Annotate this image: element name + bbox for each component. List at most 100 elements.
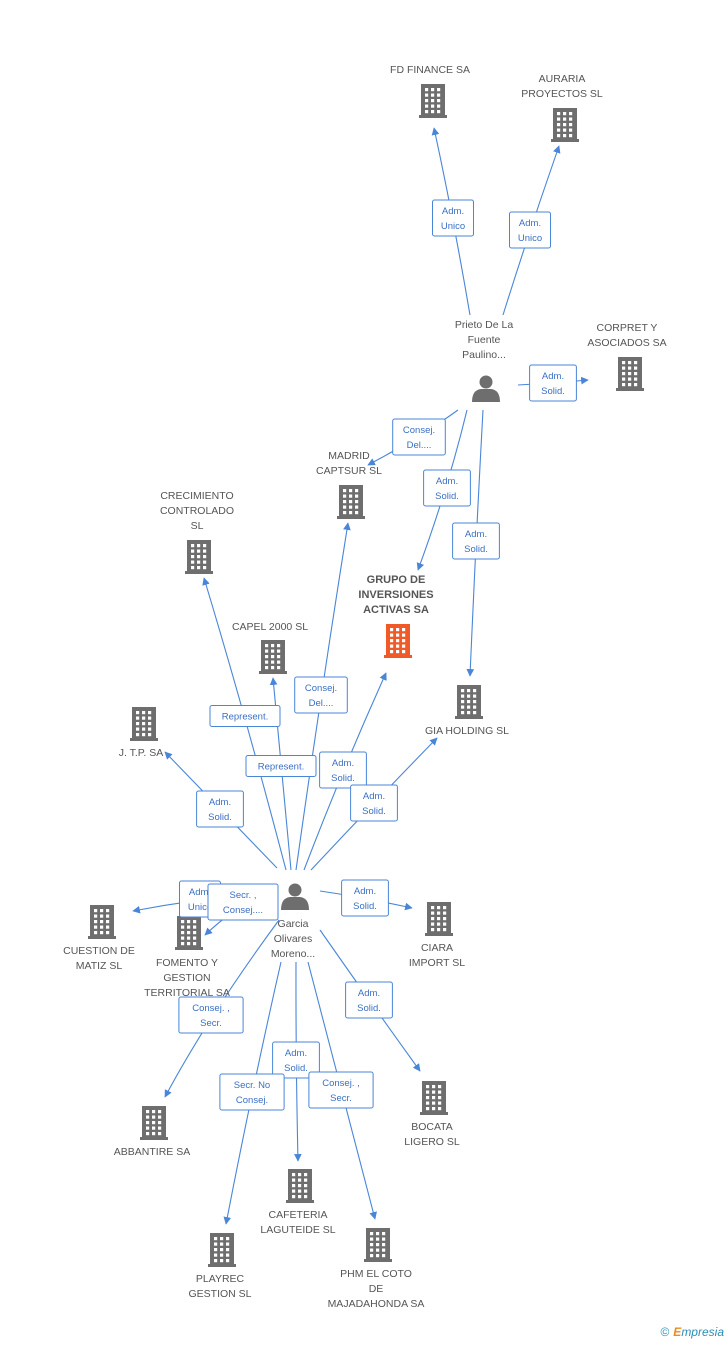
company-icon[interactable] xyxy=(175,916,203,950)
company-icon[interactable] xyxy=(130,707,158,741)
edge-label[interactable]: Consej. ,Secr. xyxy=(178,996,244,1034)
edge-label-box xyxy=(350,784,398,822)
building-window xyxy=(277,660,281,664)
node-jtp[interactable]: J. T.P. SA xyxy=(119,707,164,759)
building-window xyxy=(136,727,140,731)
building-window xyxy=(431,99,435,103)
building-window xyxy=(443,917,447,921)
building-base xyxy=(286,1200,314,1203)
company-icon[interactable] xyxy=(88,905,116,939)
node-gia[interactable]: GIA HOLDING SL xyxy=(425,685,509,737)
building-window xyxy=(437,911,441,915)
company-icon[interactable] xyxy=(420,1081,448,1115)
building-window xyxy=(100,931,104,935)
building-window xyxy=(142,711,146,715)
building-window xyxy=(193,925,197,929)
building-window xyxy=(467,705,471,709)
node-label: CONTROLADO xyxy=(160,505,234,517)
node-label: ASOCIADOS SA xyxy=(587,337,666,349)
building-base xyxy=(208,1264,236,1267)
edge-label[interactable]: Represent. xyxy=(245,755,317,777)
building-window xyxy=(438,1090,442,1094)
building-window xyxy=(396,639,400,643)
company-icon[interactable] xyxy=(364,1228,392,1262)
person-icon[interactable] xyxy=(472,375,500,403)
building-window xyxy=(432,1107,436,1111)
edge-label[interactable]: Consej.Del.... xyxy=(392,418,446,456)
node-abbantire[interactable]: ABBANTIRE SA xyxy=(114,1106,190,1158)
edge-label-text: Solid. xyxy=(284,1063,308,1074)
company-icon[interactable] xyxy=(259,640,287,674)
node-capel[interactable]: CAPEL 2000 SL xyxy=(232,621,308,674)
edge-label[interactable]: Adm.Solid. xyxy=(272,1041,320,1079)
edge-label[interactable]: Consej.Del.... xyxy=(294,676,348,714)
edge-label[interactable]: Adm.Solid. xyxy=(341,879,389,917)
building-window xyxy=(355,505,359,509)
edge-label[interactable]: Adm.Solid. xyxy=(350,784,398,822)
edge-label-box xyxy=(392,418,446,456)
building-window xyxy=(226,1253,230,1257)
node-garcia[interactable]: GarciaOlivaresMoreno... xyxy=(271,883,315,961)
edge-label-box xyxy=(345,981,393,1019)
focus-company-icon[interactable] xyxy=(384,624,412,658)
company-icon[interactable] xyxy=(616,357,644,391)
company-icon[interactable] xyxy=(419,84,447,118)
building-window xyxy=(443,906,447,910)
edge-label[interactable]: Represent. xyxy=(209,705,281,727)
company-icon[interactable] xyxy=(286,1169,314,1203)
edge-label[interactable]: Adm.Solid. xyxy=(529,364,577,402)
edge-label-text: Consej. xyxy=(305,683,337,694)
building-window xyxy=(390,644,394,648)
building-window xyxy=(467,711,471,715)
edge-label-text: Represent. xyxy=(222,712,268,723)
edge-label-box xyxy=(432,199,474,237)
company-icon[interactable] xyxy=(551,108,579,142)
edge-label[interactable]: Secr. ,Consej.... xyxy=(207,883,279,921)
building-window xyxy=(426,1096,430,1100)
building-window xyxy=(226,1259,230,1263)
edge-label[interactable]: Adm.Solid. xyxy=(196,790,244,828)
building-window xyxy=(100,914,104,918)
company-icon[interactable] xyxy=(455,685,483,719)
company-icon[interactable] xyxy=(185,540,213,574)
edge-label[interactable]: Adm.Unico xyxy=(432,199,474,237)
node-label: Garcia xyxy=(278,918,309,930)
edge-label[interactable]: Adm.Solid. xyxy=(423,469,471,507)
building-window xyxy=(191,549,195,553)
edge-label[interactable]: Adm.Solid. xyxy=(452,522,500,560)
building-window xyxy=(563,112,567,116)
building-window xyxy=(191,555,195,559)
company-icon[interactable] xyxy=(425,902,453,936)
building-window xyxy=(432,1090,436,1094)
building-window xyxy=(438,1085,442,1089)
building-window xyxy=(432,1085,436,1089)
company-icon[interactable] xyxy=(140,1106,168,1140)
person-icon[interactable] xyxy=(281,883,309,911)
edge-label[interactable]: Adm.Solid. xyxy=(345,981,393,1019)
node-prieto[interactable]: Prieto De LaFuentePaulino... xyxy=(455,319,514,402)
building-window xyxy=(461,711,465,715)
building-window xyxy=(220,1248,224,1252)
company-icon[interactable] xyxy=(208,1233,236,1267)
edge-label[interactable]: Adm.Solid. xyxy=(319,751,367,789)
building-window xyxy=(431,922,435,926)
node-label: INVERSIONES xyxy=(358,589,433,601)
node-fd_finance[interactable]: FD FINANCE SA xyxy=(390,64,470,118)
company-icon[interactable] xyxy=(337,485,365,519)
edge-label[interactable]: Consej. ,Secr. xyxy=(308,1071,374,1109)
edges-layer xyxy=(132,127,589,1225)
edge-label[interactable]: Adm.Unico xyxy=(509,211,551,249)
